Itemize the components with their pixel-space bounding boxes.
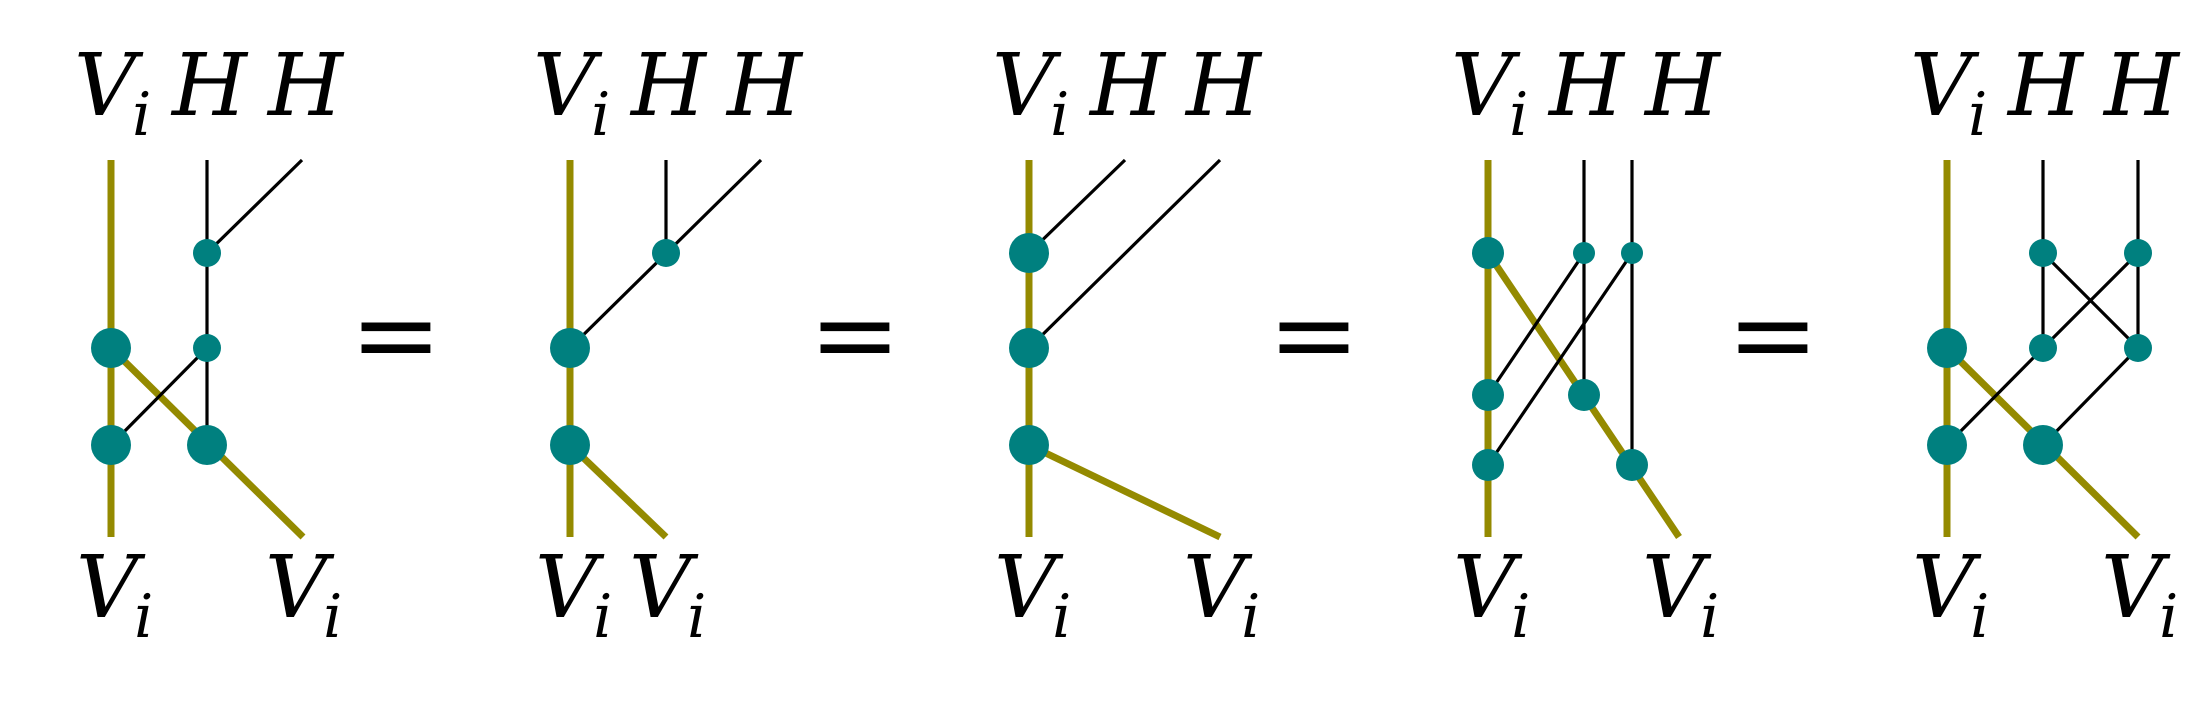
teal-node: [1573, 242, 1595, 264]
h-wire-2: [1027, 158, 1222, 350]
cross-wire-1: [1486, 252, 1586, 396]
teal-node: [91, 328, 131, 368]
teal-node: [1927, 328, 1967, 368]
top-label-h-1: H: [170, 36, 249, 136]
top-label-h-2: H: [1184, 36, 1263, 136]
vi-wire-diagonal: [567, 442, 669, 540]
teal-node: [2124, 334, 2152, 362]
teal-node: [2029, 334, 2057, 362]
vi-wire-diagonal: [1027, 441, 1222, 541]
teal-node: [193, 239, 221, 267]
teal-node: [1009, 233, 1049, 273]
cross-wire-2: [2041, 251, 2140, 350]
teal-node: [550, 425, 590, 465]
teal-node: [652, 239, 680, 267]
h-wire-1: [1027, 158, 1127, 255]
top-label-h-1: H: [2006, 36, 2085, 136]
cross-wire-4: [2041, 346, 2140, 447]
bottom-label-vi-left: Vi: [535, 538, 612, 652]
bottom-label-vi-right: Vi: [629, 538, 706, 652]
equals-sign-4: =: [1727, 270, 1819, 398]
teal-node: [91, 425, 131, 465]
teal-node: [1472, 449, 1504, 481]
bottom-label-vi-right: Vi: [265, 538, 342, 652]
teal-node: [1568, 379, 1600, 411]
top-label-vi: Vi: [1451, 36, 1528, 150]
top-label-vi: Vi: [74, 36, 151, 150]
teal-node: [1621, 242, 1643, 264]
bottom-label-vi-left: Vi: [76, 538, 153, 652]
cross-wire-3: [1945, 346, 2045, 447]
teal-node: [1927, 425, 1967, 465]
teal-node: [1472, 237, 1504, 269]
teal-node: [1472, 379, 1504, 411]
bottom-label-vi-left: Vi: [994, 538, 1071, 652]
bottom-label-vi-right: Vi: [2101, 538, 2178, 652]
bottom-label-vi-right: Vi: [1642, 538, 1719, 652]
equals-sign-3: =: [1268, 270, 1360, 398]
equals-sign-1: =: [350, 270, 442, 398]
top-label-h-1: H: [1547, 36, 1626, 136]
teal-node: [2023, 425, 2063, 465]
bottom-label-vi-left: Vi: [1453, 538, 1530, 652]
top-label-h-2: H: [725, 36, 804, 136]
bottom-label-vi-right: Vi: [1183, 538, 1260, 652]
teal-node: [550, 328, 590, 368]
teal-node: [187, 425, 227, 465]
cross-wire: [109, 346, 209, 447]
equals-signs: = = = =: [350, 270, 1819, 398]
top-label-h-1: H: [629, 36, 708, 136]
top-label-h-1: H: [1088, 36, 1167, 136]
top-label-vi: Vi: [992, 36, 1069, 150]
top-label-h-2: H: [2102, 36, 2181, 136]
teal-node: [2124, 239, 2152, 267]
top-label-vi: Vi: [1910, 36, 1987, 150]
top-label-h-2: H: [266, 36, 345, 136]
teal-node: [1616, 449, 1648, 481]
teal-node: [2029, 239, 2057, 267]
teal-node: [1009, 328, 1049, 368]
cross-wire-2: [1486, 252, 1634, 466]
bottom-label-vi-left: Vi: [1912, 538, 1989, 652]
top-label-vi: Vi: [533, 36, 610, 150]
top-label-h-2: H: [1643, 36, 1722, 136]
equals-sign-2: =: [809, 270, 901, 398]
teal-node: [193, 334, 221, 362]
teal-node: [1009, 425, 1049, 465]
h-wire-2: [205, 158, 304, 255]
